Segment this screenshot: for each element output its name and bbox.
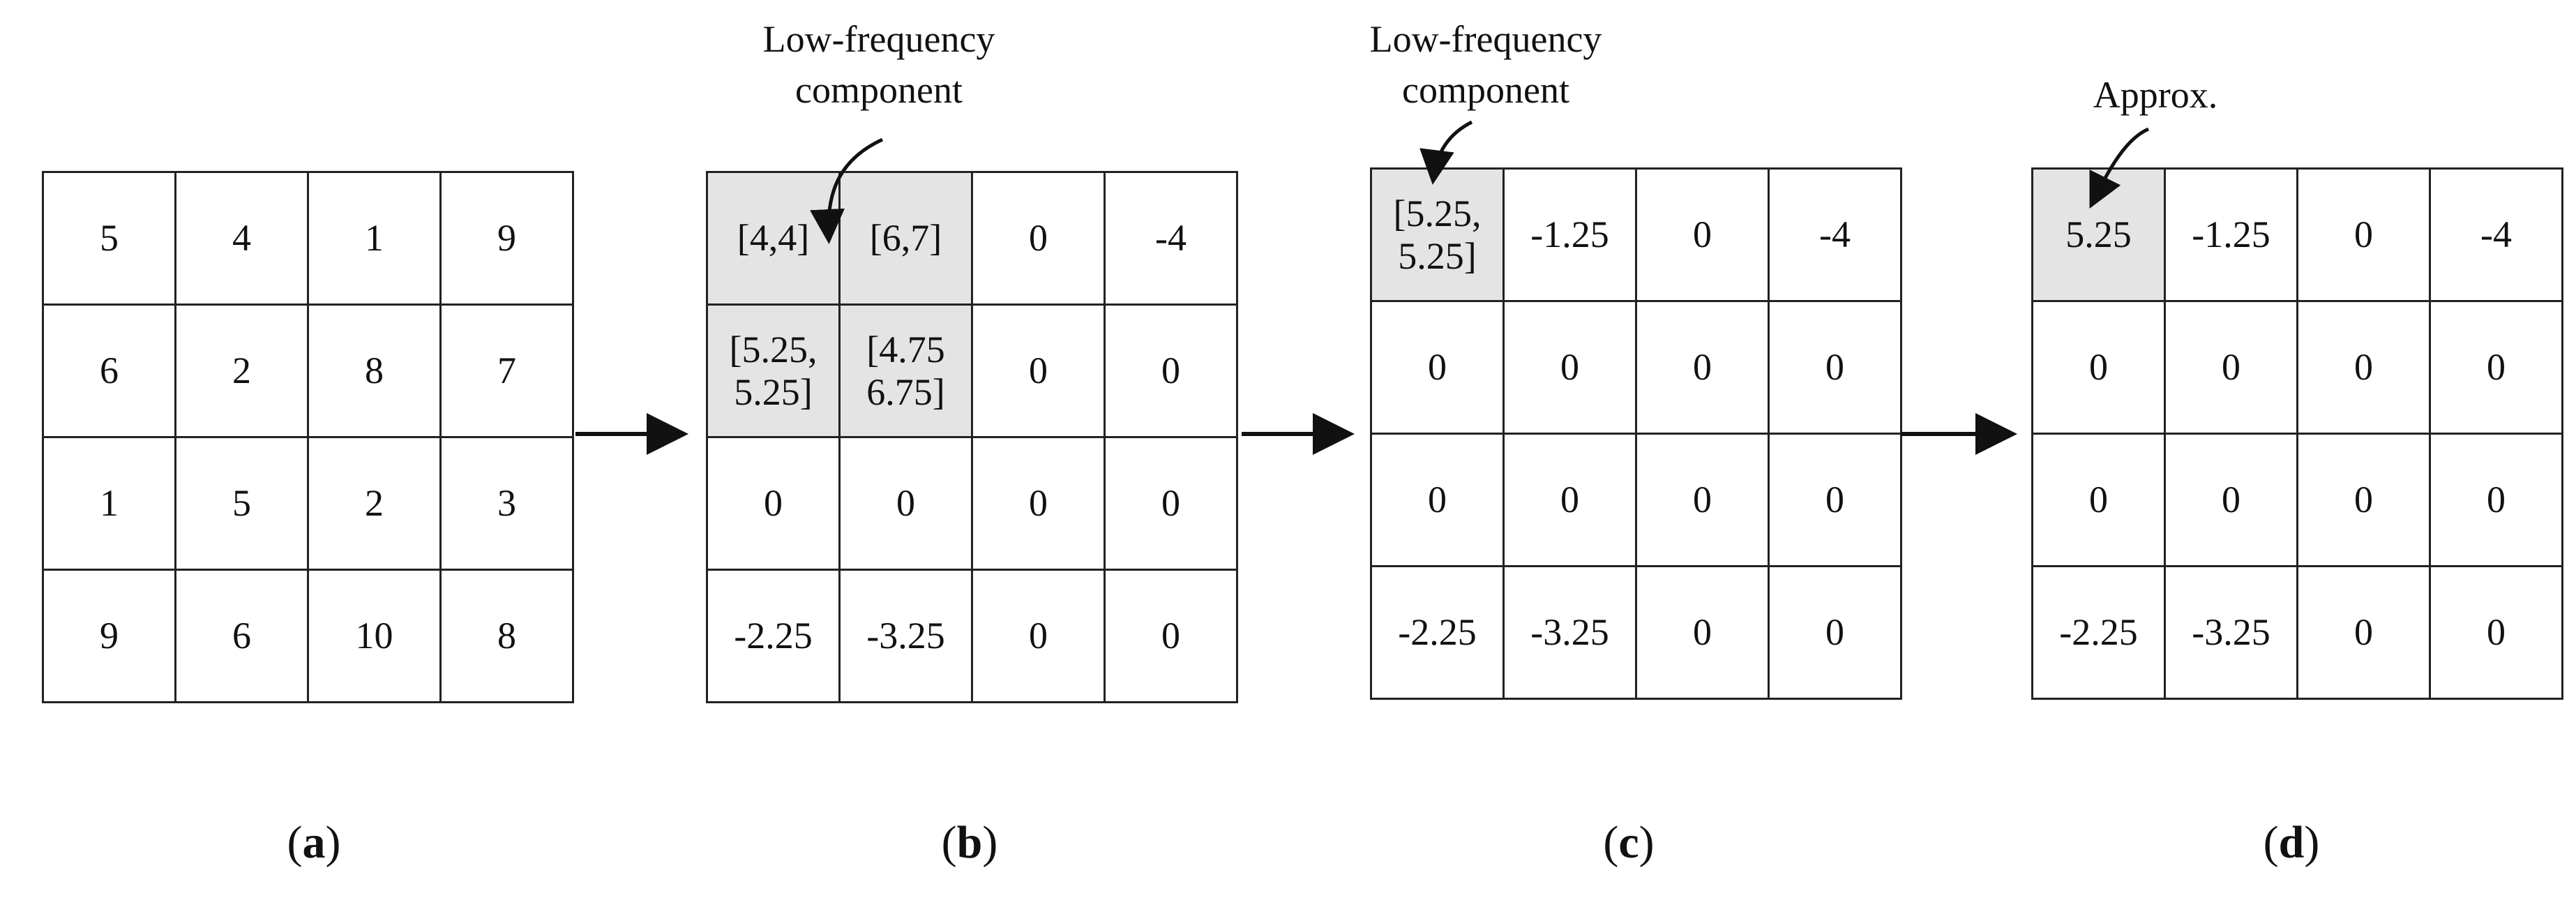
matrix-c-cell-r2c0: 0 [1372, 435, 1505, 567]
matrix-c-cell-r0c0: [5.25, 5.25] [1372, 170, 1505, 302]
matrix-d-cell-r0c1: -1.25 [2166, 170, 2298, 302]
matrix-d-cell-r3c0: -2.25 [2033, 567, 2166, 700]
matrix-b-cell-r3c2: 0 [973, 571, 1106, 703]
matrix-b-cell-r2c1: 0 [841, 438, 973, 571]
matrix-c-cell-r2c2: 0 [1637, 435, 1770, 567]
callout-d: Approx. [2093, 74, 2218, 116]
matrix-a-cell-r1c1: 2 [176, 306, 309, 438]
pointer-d [2089, 127, 2150, 209]
matrix-b-cell-r2c0: 0 [708, 438, 841, 571]
matrix-c-cell-r1c1: 0 [1505, 302, 1637, 435]
matrix-a-cell-r2c0: 1 [44, 438, 176, 571]
matrix-d-cell-r3c1: -3.25 [2166, 567, 2298, 700]
matrix-a-cell-r0c0: 5 [44, 173, 176, 306]
matrix-d-cell-r1c0: 0 [2033, 302, 2166, 435]
matrix-c-cell-r0c1: -1.25 [1505, 170, 1637, 302]
matrix-a-cell-r3c1: 6 [176, 571, 309, 703]
matrix-b-cell-r1c3: 0 [1106, 306, 1238, 438]
matrix-b-cell-r3c1: -3.25 [841, 571, 973, 703]
matrix-c-cell-r1c3: 0 [1770, 302, 1902, 435]
matrix-c-cell-r3c3: 0 [1770, 567, 1902, 700]
matrix-a-cell-r3c2: 10 [309, 571, 442, 703]
callout-c: Low-frequency component [1369, 18, 1602, 111]
matrix-a-cell-r0c1: 4 [176, 173, 309, 306]
matrix-c-cell-r2c1: 0 [1505, 435, 1637, 567]
matrix-a-cell-r1c2: 8 [309, 306, 442, 438]
matrix-a-cell-r0c2: 1 [309, 173, 442, 306]
label-b: (b) [941, 817, 998, 868]
matrix-d-cell-r1c3: 0 [2431, 302, 2563, 435]
matrix-a-cell-r2c2: 2 [309, 438, 442, 571]
matrix-b-cell-r0c3: -4 [1106, 173, 1238, 306]
matrix-d-cell-r2c0: 0 [2033, 435, 2166, 567]
label-a: (a) [287, 817, 341, 868]
matrix-b-cell-r1c0: [5.25, 5.25] [708, 306, 841, 438]
matrix-b-cell-r3c3: 0 [1106, 571, 1238, 703]
matrix-d-cell-r2c1: 0 [2166, 435, 2298, 567]
pointer-c [1419, 120, 1473, 185]
label-d: (d) [2263, 817, 2320, 868]
matrix-b-cell-r2c2: 0 [973, 438, 1106, 571]
matrix-b-cell-r0c1: [6,7] [841, 173, 973, 306]
matrix-c-cell-r1c0: 0 [1372, 302, 1505, 435]
matrix-c-cell-r0c3: -4 [1770, 170, 1902, 302]
matrix-d-cell-r3c3: 0 [2431, 567, 2563, 700]
matrix-a-cell-r0c3: 9 [442, 173, 574, 306]
matrix-d-cell-r0c3: -4 [2431, 170, 2563, 302]
matrix-c-cell-r3c2: 0 [1637, 567, 1770, 700]
matrix-b-cell-r1c2: 0 [973, 306, 1106, 438]
matrix-c-cell-r3c1: -3.25 [1505, 567, 1637, 700]
label-c: (c) [1603, 817, 1655, 868]
pointer-b [810, 137, 884, 244]
matrix-a-cell-r2c1: 5 [176, 438, 309, 571]
matrix-b-cell-r0c2: 0 [973, 173, 1106, 306]
matrix-b-cell-r3c0: -2.25 [708, 571, 841, 703]
matrix-a-cell-r3c0: 9 [44, 571, 176, 703]
matrix-d-cell-r1c2: 0 [2298, 302, 2431, 435]
matrix-b-cell-r2c3: 0 [1106, 438, 1238, 571]
matrix-d-cell-r2c2: 0 [2298, 435, 2431, 567]
matrix-d-cell-r0c2: 0 [2298, 170, 2431, 302]
matrix-d-cell-r2c3: 0 [2431, 435, 2563, 567]
matrix-c-cell-r0c2: 0 [1637, 170, 1770, 302]
matrix-d-cell-r3c2: 0 [2298, 567, 2431, 700]
matrix-a-cell-r1c3: 7 [442, 306, 574, 438]
matrix-d-cell-r1c1: 0 [2166, 302, 2298, 435]
matrix-a-cell-r3c3: 8 [442, 571, 574, 703]
matrix-a-cell-r1c0: 6 [44, 306, 176, 438]
matrix-c-cell-r1c2: 0 [1637, 302, 1770, 435]
matrix-c-cell-r3c0: -2.25 [1372, 567, 1505, 700]
matrix-b-cell-r1c1: [4.75 6.75] [841, 306, 973, 438]
matrix-a-cell-r2c3: 3 [442, 438, 574, 571]
callout-b: Low-frequency component [762, 18, 995, 111]
matrix-c-cell-r2c3: 0 [1770, 435, 1902, 567]
